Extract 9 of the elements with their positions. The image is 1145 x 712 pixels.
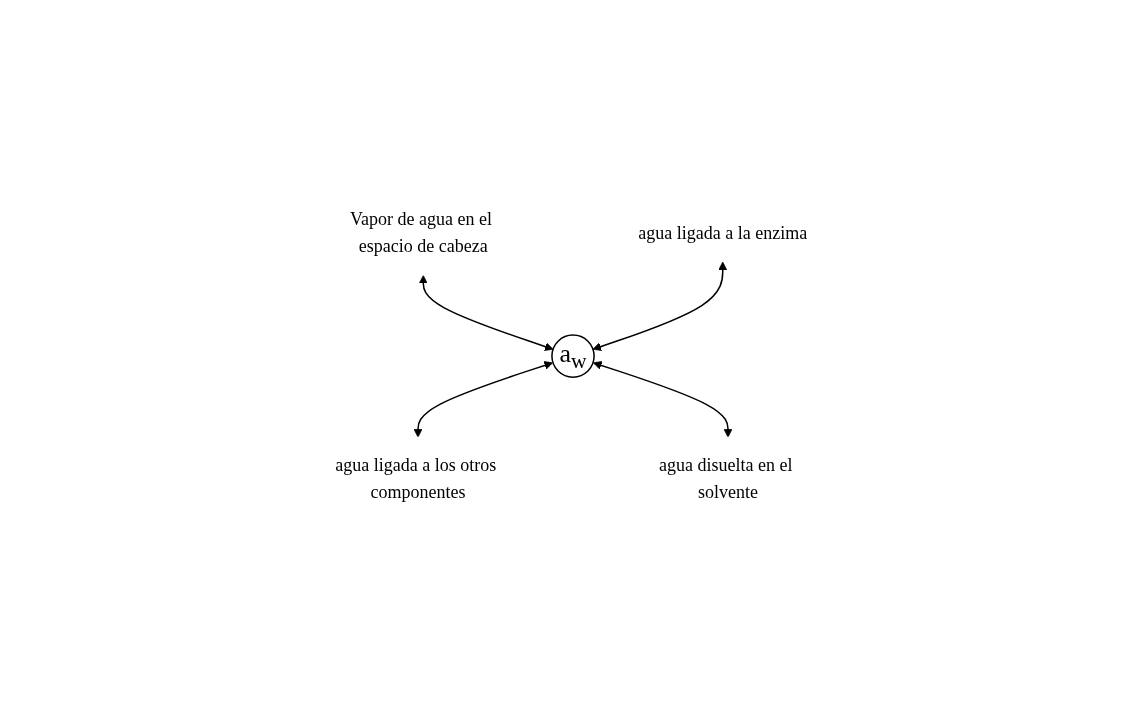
node-text: Vapor de agua en el espacio de cabeza [349, 208, 492, 256]
arrow [592, 261, 727, 351]
node-text: agua ligada a los otros componentes [334, 455, 496, 503]
arrow [592, 361, 732, 438]
arrow [413, 361, 553, 438]
arrow [418, 274, 553, 351]
node-text: agua disuelta en el solvente [658, 455, 792, 503]
node-text: agua ligada a la enzima [637, 222, 807, 243]
node-circle: a$_{w}$ [550, 334, 595, 378]
